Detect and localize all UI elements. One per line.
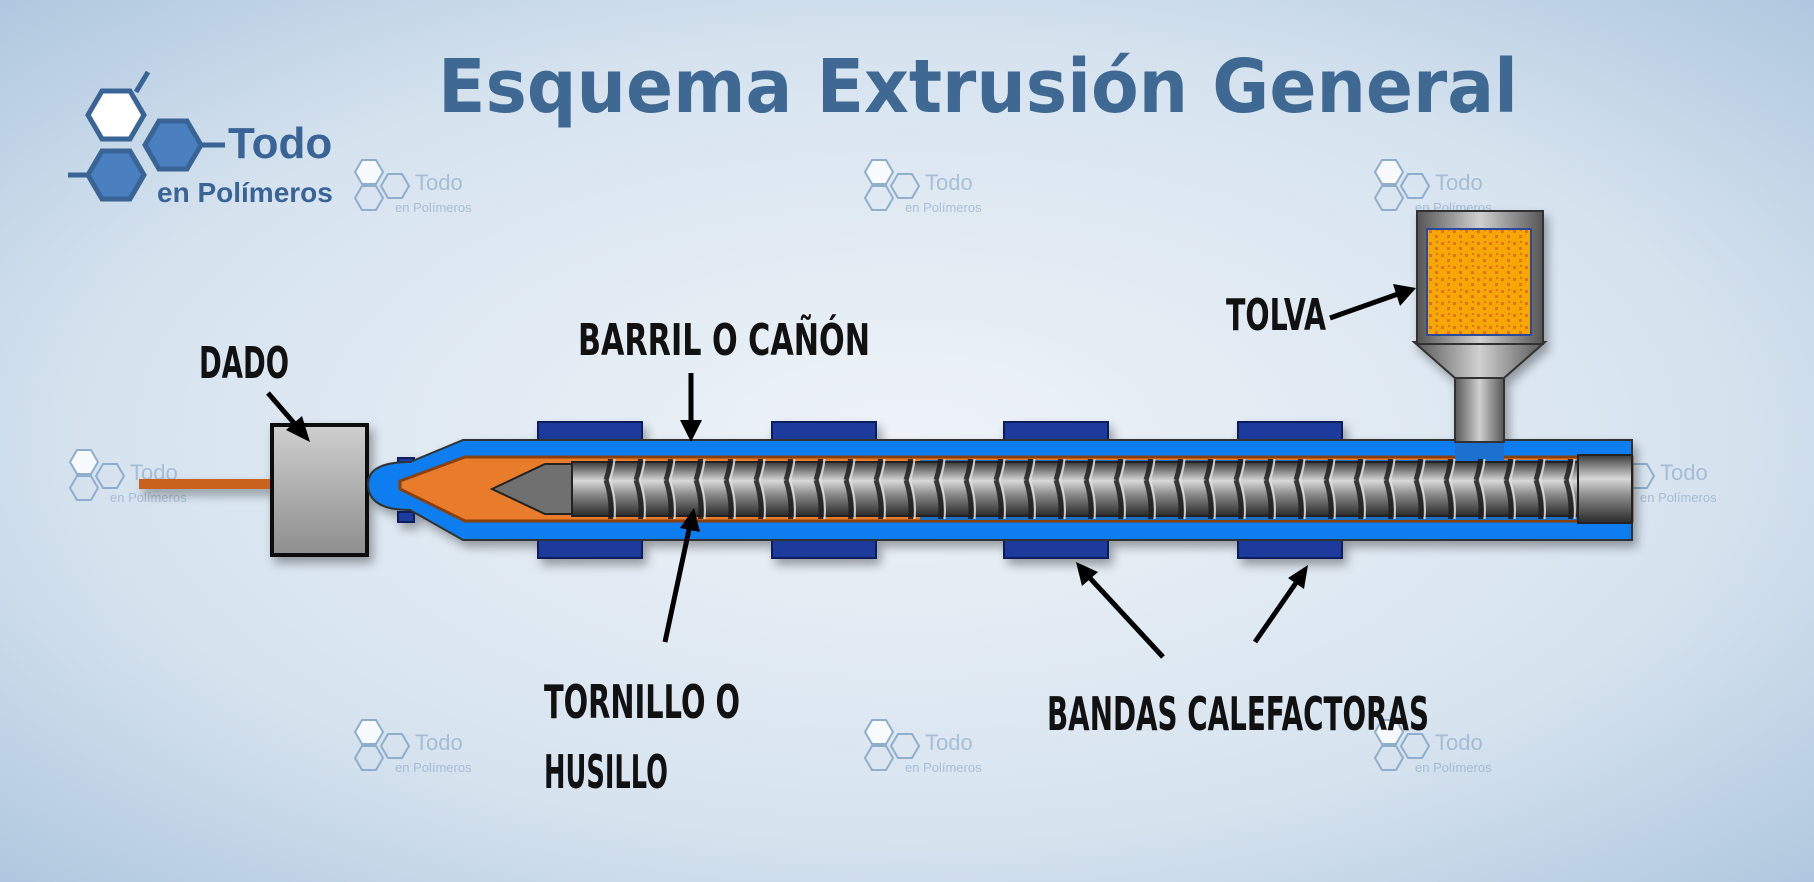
- label-dado: DADO: [199, 338, 289, 389]
- svg-text:en Polímeros: en Polímeros: [905, 200, 982, 215]
- label-barril: BARRIL O CAÑÓN: [578, 313, 870, 366]
- arrow-bandas-2-icon: [1252, 565, 1308, 644]
- svg-text:Todo: Todo: [415, 730, 463, 755]
- svg-text:en Polímeros: en Polímeros: [110, 490, 187, 505]
- screw-flights: [590, 459, 1580, 519]
- logo-hexagons-icon: [68, 70, 225, 202]
- svg-text:Todo: Todo: [1435, 170, 1483, 195]
- arrow-tornillo-icon: [662, 508, 700, 643]
- plastic-pellets: [1426, 228, 1532, 336]
- logo-subtitle: en Polímeros: [157, 177, 333, 208]
- svg-text:en Polímeros: en Polímeros: [1640, 490, 1717, 505]
- arrow-tolva-icon: [1329, 284, 1416, 321]
- arrows: [266, 284, 1416, 659]
- screw-shank: [1577, 454, 1633, 524]
- svg-text:Todo: Todo: [925, 730, 973, 755]
- label-bandas: BANDAS CALEFACTORAS: [1047, 687, 1429, 741]
- extruder: [139, 210, 1634, 559]
- svg-text:en Polímeros: en Polímeros: [1415, 760, 1492, 775]
- label-tornillo: TORNILLO O: [544, 675, 740, 729]
- label-husillo: HUSILLO: [544, 745, 668, 799]
- svg-text:en Polímeros: en Polímeros: [395, 200, 472, 215]
- extrudate: [139, 479, 389, 489]
- arrow-bandas-1-icon: [1076, 562, 1165, 659]
- logo: Todo en Polímeros: [68, 70, 333, 208]
- die: [270, 423, 369, 557]
- svg-text:Todo: Todo: [1435, 730, 1483, 755]
- watermark: Todo en Polímeros Todo en Polímeros Todo en…: [69, 159, 1717, 775]
- label-tolva: TOLVA: [1226, 290, 1326, 341]
- svg-text:Todo: Todo: [1660, 460, 1708, 485]
- arrow-barril-icon: [680, 373, 702, 442]
- heater-bands: [397, 421, 1343, 559]
- svg-text:en Polímeros: en Polímeros: [395, 760, 472, 775]
- svg-text:Todo: Todo: [925, 170, 973, 195]
- logo-title: Todo: [228, 119, 332, 168]
- hopper: [1411, 210, 1548, 443]
- svg-text:en Polímeros: en Polímeros: [905, 760, 982, 775]
- svg-text:Todo: Todo: [415, 170, 463, 195]
- page-title: Esquema Extrusión General: [438, 44, 1518, 130]
- arrow-dado-icon: [266, 391, 310, 442]
